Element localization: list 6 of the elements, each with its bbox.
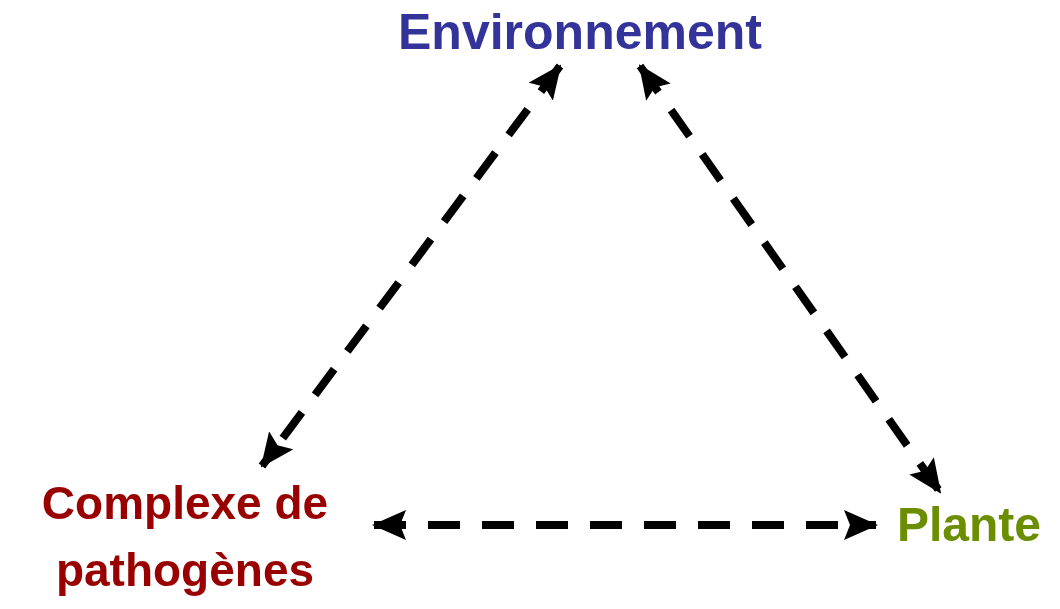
double-arrow bbox=[372, 510, 878, 540]
node-label: Environnement bbox=[398, 3, 762, 62]
node-label: Complexe de pathogènes bbox=[40, 476, 330, 598]
node-label: Plante bbox=[896, 497, 1041, 553]
double-arrow bbox=[258, 63, 564, 469]
double-arrow bbox=[636, 63, 944, 495]
